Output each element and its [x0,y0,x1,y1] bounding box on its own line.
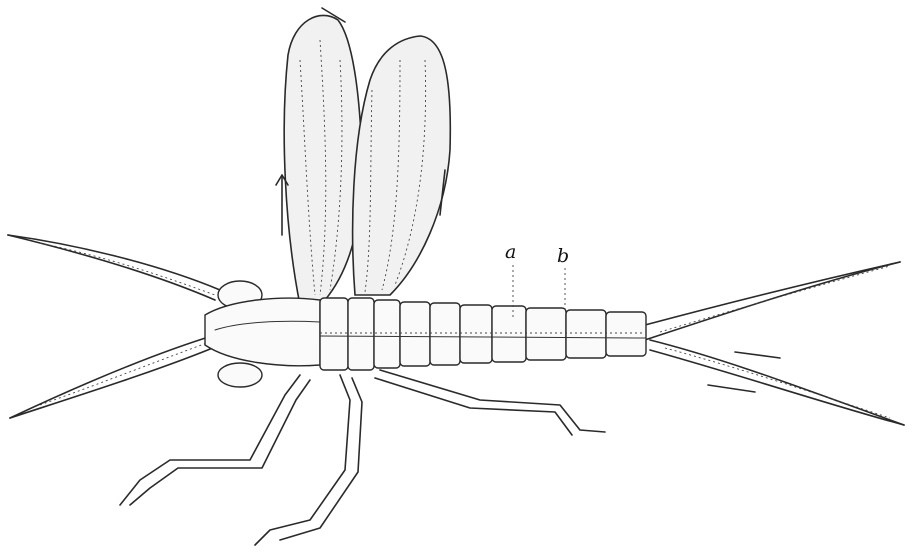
left-wing [284,15,362,305]
label-a: a [505,241,516,263]
right-wing [353,36,451,295]
abdomen [320,298,646,370]
left-appendages [8,235,220,418]
right-appendages [645,262,904,425]
legs [120,370,605,545]
label-b: b [557,245,569,267]
